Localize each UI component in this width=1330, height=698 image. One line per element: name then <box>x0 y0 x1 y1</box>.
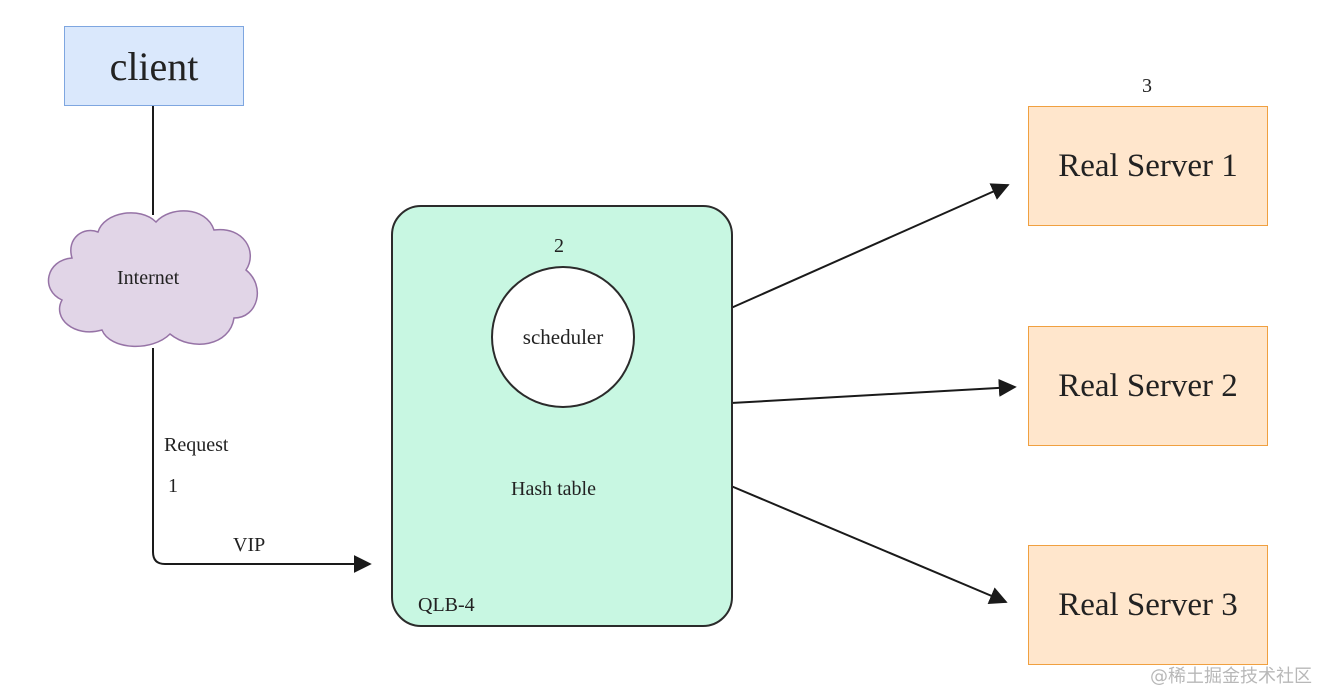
qlb-server2-arrow <box>730 378 1017 404</box>
scheduler-node: scheduler <box>491 266 635 408</box>
real-server-3-node: Real Server 3 <box>1028 545 1268 665</box>
real-server-1-node: Real Server 1 <box>1028 106 1268 226</box>
hash-table-label: Hash table <box>511 478 596 500</box>
qlb-server1-arrow <box>730 183 1010 309</box>
real-server-3-label: Real Server 3 <box>1058 586 1238 623</box>
qlb-server3-arrow <box>730 485 1008 604</box>
real-server-2-node: Real Server 2 <box>1028 326 1268 446</box>
internet-label: Internet <box>117 267 180 289</box>
internet-qlb-arrow <box>152 348 372 573</box>
scheduler-label: scheduler <box>522 324 604 349</box>
real-server-2-label: Real Server 2 <box>1058 367 1238 404</box>
client-label: client <box>109 43 199 89</box>
request-label: Request <box>164 434 229 456</box>
step-1-label: 1 <box>168 475 178 497</box>
step-3-label: 3 <box>1142 75 1152 97</box>
real-server-1-label: Real Server 1 <box>1058 147 1238 184</box>
watermark-text: @稀土掘金技术社区 <box>1150 666 1312 687</box>
step-2-label: 2 <box>554 235 564 257</box>
client-node: client <box>64 26 244 106</box>
qlb-label: QLB-4 <box>418 594 475 616</box>
vip-label: VIP <box>233 534 266 556</box>
internet-cloud <box>47 210 259 347</box>
